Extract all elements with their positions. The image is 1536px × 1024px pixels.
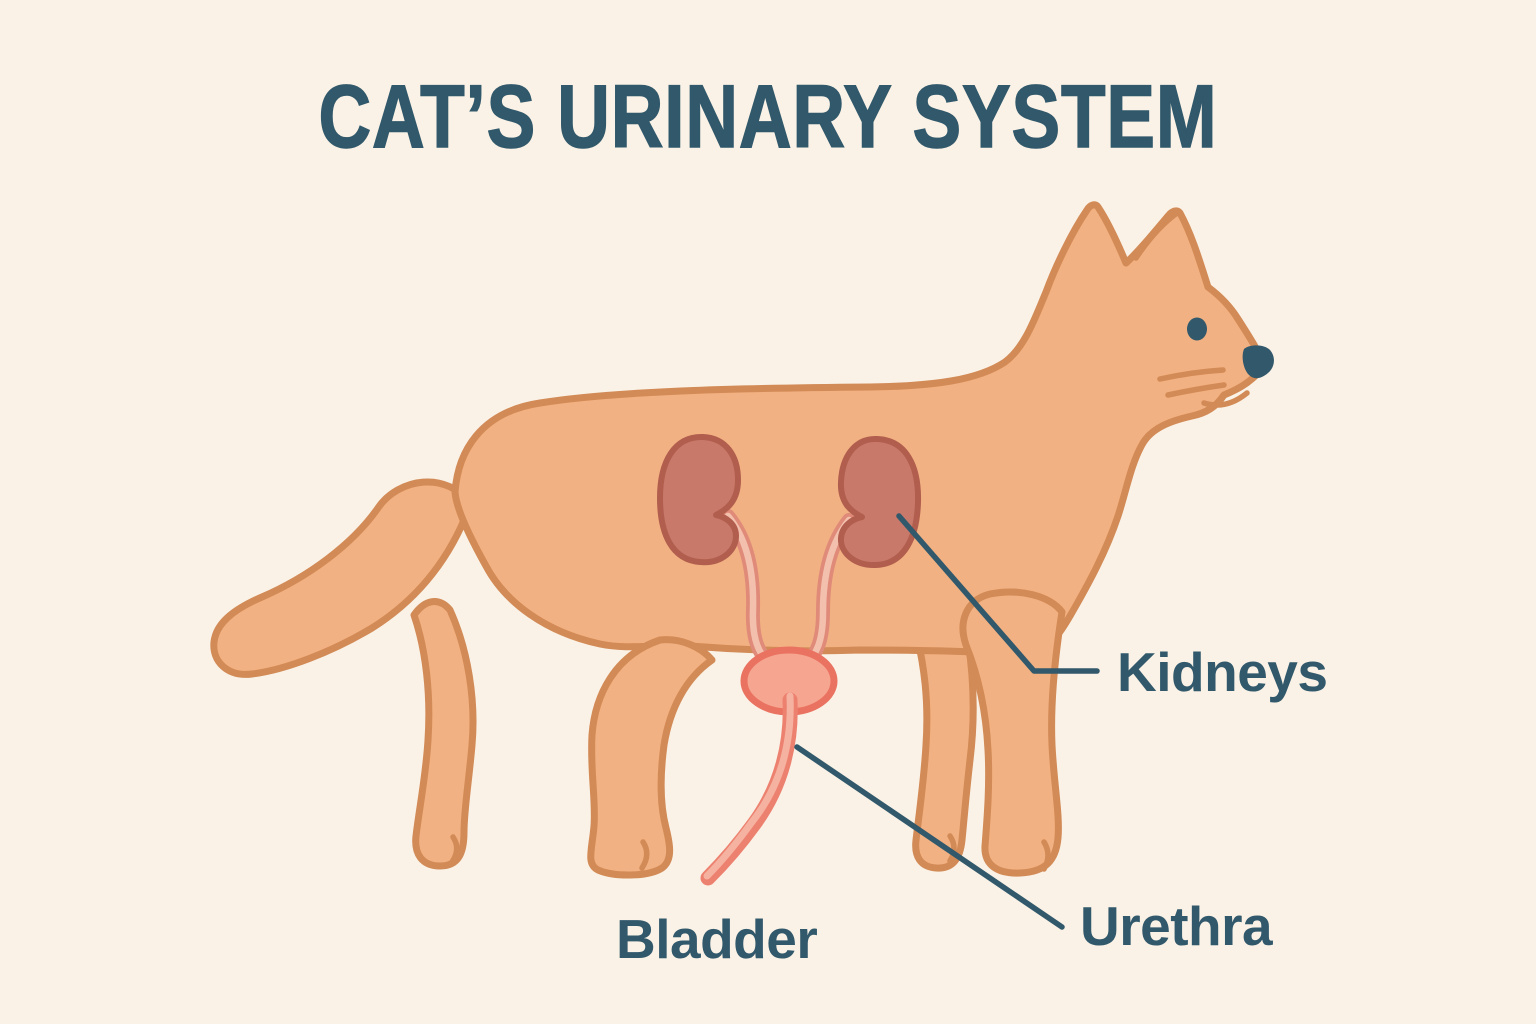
cat-far-front-paw-toe bbox=[947, 833, 957, 864]
label-kidneys: Kidneys bbox=[1117, 641, 1328, 703]
cat-far-hind-paw-toe bbox=[449, 834, 460, 865]
ureter-left-highlight bbox=[724, 512, 776, 669]
cat-mouth bbox=[1201, 390, 1250, 408]
cat-near-hind-paw-toe bbox=[639, 839, 650, 871]
label-bladder: Bladder bbox=[616, 908, 818, 970]
cat-whisker-upper bbox=[1157, 367, 1226, 382]
label-urethra: Urethra bbox=[1080, 895, 1273, 957]
cat-body bbox=[451, 201, 1266, 658]
cat-nose bbox=[1242, 345, 1274, 379]
cat-tail bbox=[210, 478, 474, 678]
kidney-left bbox=[657, 433, 741, 566]
cat-whisker-lower bbox=[1165, 382, 1227, 398]
kidney-right bbox=[837, 435, 922, 569]
urethra-shape bbox=[700, 692, 798, 886]
cat-far-ear-inner-line bbox=[1133, 210, 1180, 261]
cat-near-front-paw-toe bbox=[1041, 839, 1051, 872]
cat-eye bbox=[1187, 317, 1207, 341]
cat-near-front-leg bbox=[959, 588, 1066, 877]
cat-far-hind-leg bbox=[410, 598, 477, 870]
kidneys-leader-line bbox=[896, 513, 1100, 674]
urethra-leader-line bbox=[794, 744, 1065, 930]
urethra-highlight bbox=[703, 692, 794, 880]
cat-near-hind-leg bbox=[587, 636, 716, 879]
page-title: CAT’S URINARY SYSTEM bbox=[318, 66, 1218, 166]
